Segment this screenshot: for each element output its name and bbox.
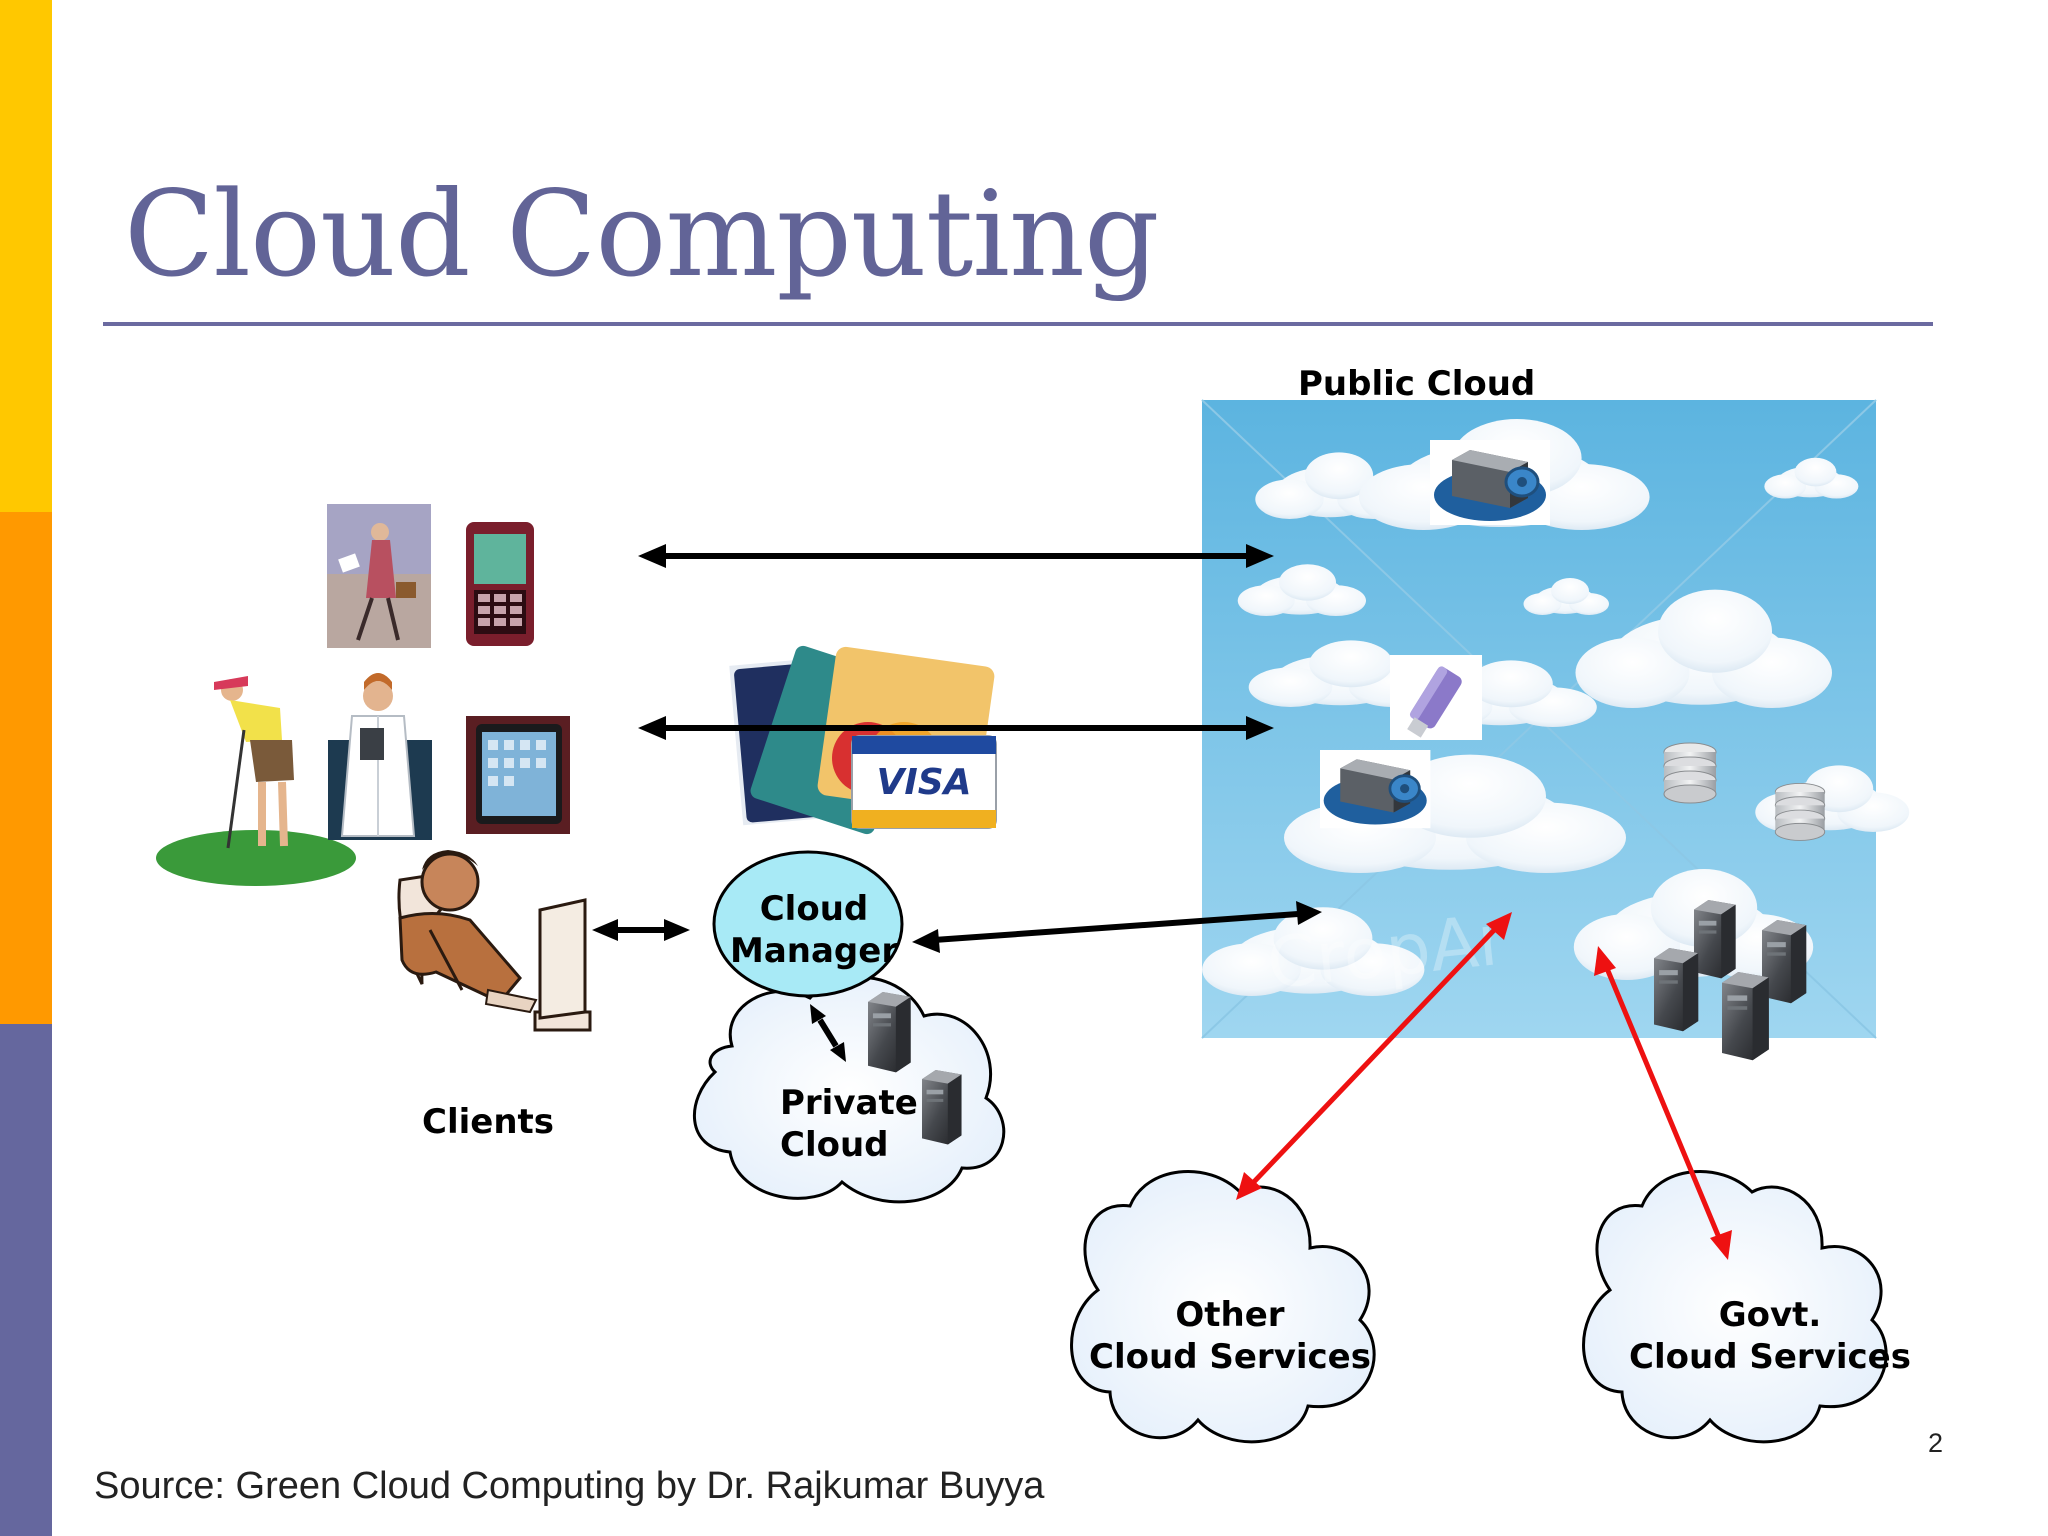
govt-cloud-services-label-line2: Cloud Services [1629,1337,1911,1377]
cloud-manager-node [712,850,904,998]
sidebar-yellow-segment [0,0,52,512]
doctor-icon [328,673,432,840]
sidebar-orange-segment [0,512,52,1024]
businesswoman-icon [327,504,431,648]
sidebar-purple-segment [0,1024,52,1536]
tablet-icon [466,716,570,834]
other-cloud-services-label-line1: Other [1175,1295,1285,1335]
govt-cloud-services-shape [1582,1170,1888,1444]
private-cloud-shape [693,975,1006,1204]
private-cloud-label: Private Cloud [780,1082,918,1166]
private-cloud-label-line2: Cloud [780,1125,889,1165]
title-underline [103,322,1933,326]
public-cloud-panel: CropAr [1201,399,1910,1061]
usb-drive-icon [1390,655,1482,740]
private-cloud-label-line1: Private [780,1083,918,1123]
disk-stack-icon [1663,742,1717,804]
other-cloud-services-label-line2: Cloud Services [1089,1337,1371,1377]
other-cloud-services-label: Other Cloud Services [1080,1294,1380,1378]
cloud-manager-label: Cloud Manager [730,888,898,972]
source-citation: Source: Green Cloud Computing by Dr. Raj… [94,1465,1045,1507]
card-visa-text: VISA [876,762,971,803]
tape-drive-icon [1428,438,1552,527]
public-cloud-label: Public Cloud [1298,364,1536,404]
clients-label: Clients [422,1102,555,1142]
govt-cloud-services-label: Govt. Cloud Services [1620,1294,1920,1378]
govt-cloud-services-label-line1: Govt. [1718,1295,1822,1335]
cloud-manager-label-line1: Cloud [759,889,869,929]
slide-title: Cloud Computing [124,165,1160,303]
red-arrows [1236,912,1732,1260]
page-number: 2 [1928,1428,1944,1458]
office-worker-computer-icon [397,850,592,1032]
cloud-manager-label-line2: Manager [730,931,899,971]
golfer-icon [156,676,356,886]
black-arrows [592,544,1322,1062]
credit-cards-icon: DISCOVER VISA [729,608,997,835]
disk-stack-icon [1774,782,1826,841]
tape-drive-icon [1318,748,1432,830]
other-cloud-services-shape [1070,1170,1376,1444]
mobile-phone-icon [466,522,534,646]
